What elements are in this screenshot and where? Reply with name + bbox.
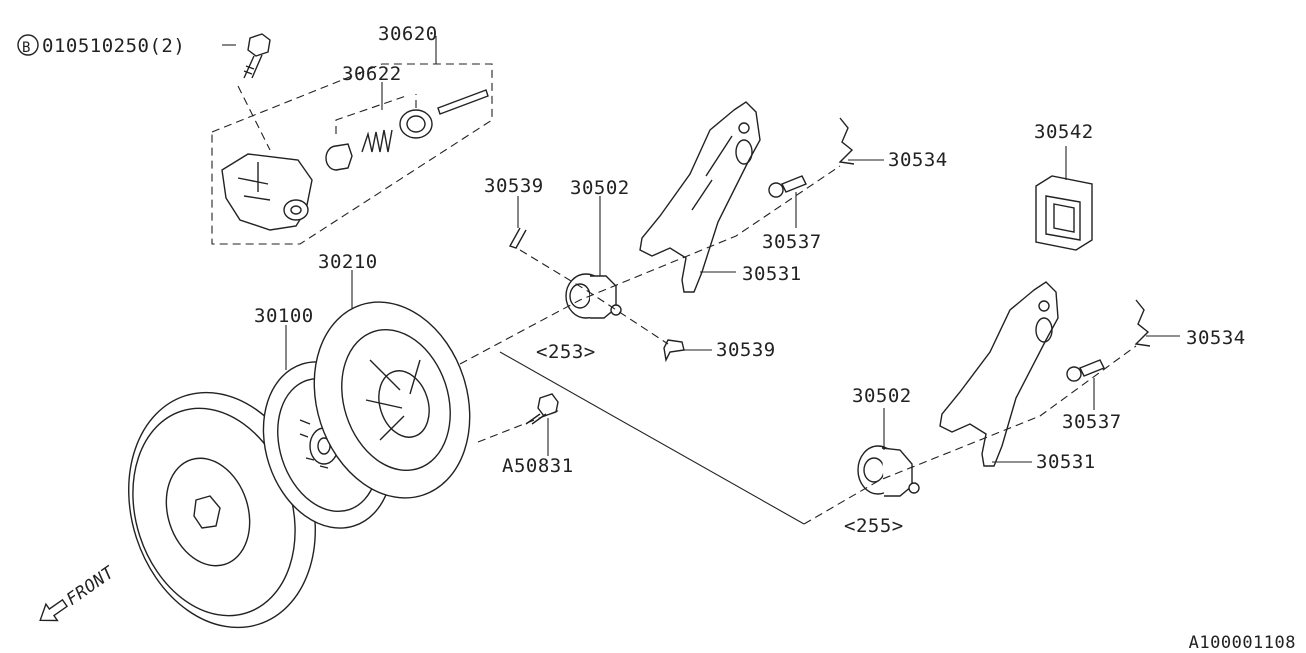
slave-cylinder-group — [211, 33, 493, 245]
front-direction-indicator: FRONT — [39, 562, 119, 622]
pressure-plate-icon — [313, 301, 471, 499]
label-30502-top: 30502 — [570, 177, 630, 199]
cable-30534-upper-icon — [838, 117, 855, 165]
label-bolt-spec: 010510250(2) — [42, 35, 185, 57]
label-ref-255: <255> — [844, 515, 904, 537]
label-30539-bottom: 30539 — [716, 339, 776, 361]
label-30622: 30622 — [342, 63, 402, 85]
catalog-id: A100001108 — [1189, 633, 1296, 653]
bolt-icon — [243, 33, 271, 79]
pivot-pin-upper-icon — [768, 175, 807, 198]
bolt-circle-letter: B — [22, 40, 31, 56]
label-30537-bottom: 30537 — [1062, 411, 1122, 433]
label-30210: 30210 — [318, 251, 378, 273]
label-30531-top: 30531 — [742, 263, 802, 285]
release-fork-upper-icon — [639, 101, 761, 293]
release-bearing-255-icon — [857, 445, 920, 497]
push-rod-icon — [437, 89, 489, 115]
label-30534-bottom: 30534 — [1186, 327, 1246, 349]
boot-seal-icon — [399, 109, 433, 139]
spring-icon — [361, 129, 393, 153]
label-a50831: A50831 — [502, 455, 574, 477]
release-bearing-253-icon — [565, 273, 622, 319]
label-ref-253: <253> — [536, 341, 596, 363]
cable-30534-lower-icon — [1134, 299, 1151, 347]
front-label: FRONT — [63, 562, 119, 610]
label-30537-top: 30537 — [762, 231, 822, 253]
label-30620: 30620 — [378, 23, 438, 45]
pivot-pin-lower-icon — [1066, 359, 1105, 382]
bolt-a50831-icon — [525, 393, 559, 425]
label-30100: 30100 — [254, 305, 314, 327]
bolt-spec-callout: B 010510250(2) — [17, 34, 185, 57]
rubber-boot-icon — [1035, 175, 1093, 251]
clip-30539-upper-icon — [508, 227, 527, 249]
slave-cylinder-body-icon — [221, 153, 313, 231]
release-fork-lower-icon — [939, 281, 1059, 467]
piston-icon — [325, 143, 353, 171]
label-30502-bottom: 30502 — [852, 385, 912, 407]
clip-30539-lower-icon — [663, 339, 685, 363]
front-arrow-icon — [39, 598, 69, 622]
leader-lines — [222, 36, 1180, 525]
label-30531-bottom: 30531 — [1036, 451, 1096, 473]
label-30539-top: 30539 — [484, 175, 544, 197]
label-30542: 30542 — [1034, 121, 1094, 143]
label-30534-top: 30534 — [888, 149, 948, 171]
